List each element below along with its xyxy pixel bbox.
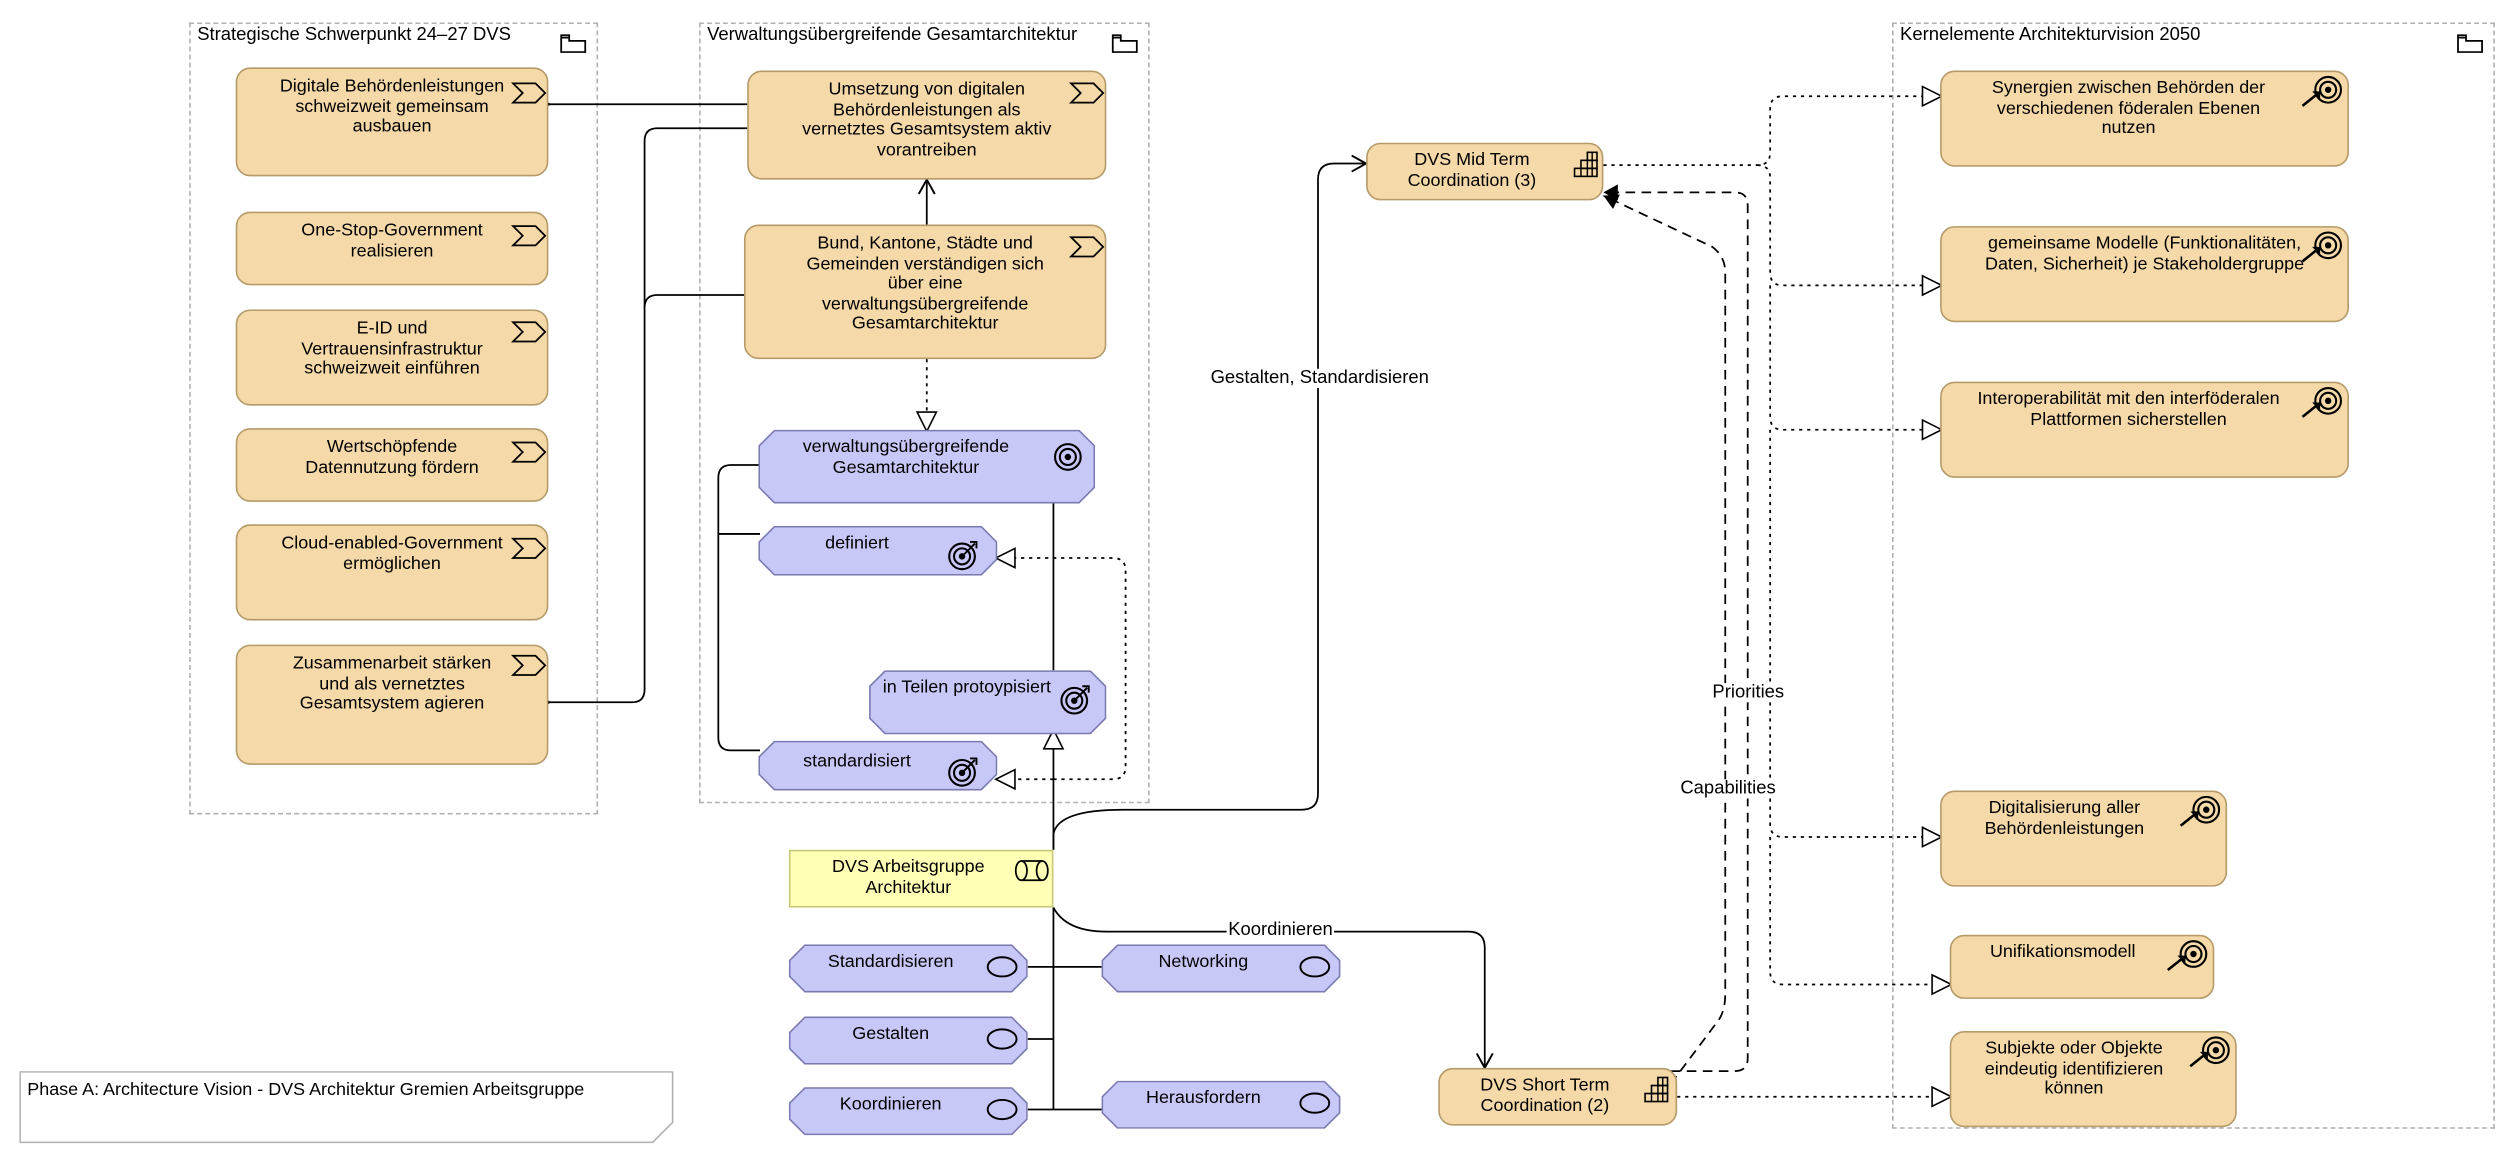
folder-icon (2457, 34, 2483, 53)
outcome-shape (758, 740, 998, 791)
outcome-protoypisiert[interactable]: in Teilen protoypisiert (869, 670, 1107, 735)
service-networking[interactable]: Networking (1101, 944, 1341, 993)
outcome-shape (869, 670, 1107, 735)
outcome-label: in Teilen protoypisiert (882, 678, 1051, 698)
goal-label: Digitalisierung aller Behördenleistungen (1984, 798, 2145, 838)
driver-label: E-ID und Vertrauensinfrastruktur schweiz… (301, 319, 483, 379)
service-label: Networking (1158, 952, 1249, 972)
driver-e-id[interactable]: E-ID und Vertrauensinfrastruktur schweiz… (235, 309, 549, 406)
edge-label-koordinieren: Koordinieren (1226, 920, 1335, 940)
driver-label: Bund, Kantone, Städte und Gemeinden vers… (806, 234, 1044, 334)
driver-one-stop-government[interactable]: One-Stop-Government realisieren (235, 211, 549, 286)
goal-subjekte-objekte[interactable]: Subjekte oder Objekte eindeutig identifi… (1949, 1030, 2237, 1128)
driver-label: Umsetzung von digitalen Behördenleistung… (802, 80, 1052, 160)
diagram-note[interactable]: Phase A: Architecture Vision - DVS Archi… (19, 1071, 674, 1144)
plateau-label: DVS Mid Term Coordination (3) (1407, 150, 1537, 191)
service-shape (1101, 1080, 1341, 1129)
group-vision[interactable]: Kernelemente Architekturvision 2050 (1892, 22, 2495, 1129)
outcome-standardisiert[interactable]: standardisiert (758, 740, 998, 791)
driver-digitale-behoerdenleistungen[interactable]: Digitale Behördenleistungen schweizweit … (235, 67, 549, 177)
driver-label: Digitale Behördenleistungen schweizweit … (279, 76, 505, 137)
folder-icon (1111, 34, 1138, 53)
note-label: Phase A: Architecture Vision - DVS Archi… (27, 1080, 585, 1100)
goal-label: Synergien zwischen Behörden der verschie… (1991, 78, 2266, 138)
folder-icon (560, 34, 587, 53)
service-herausfordern[interactable]: Herausfordern (1101, 1080, 1341, 1129)
goal-label: Interoperabilität mit den interföderalen… (1977, 389, 2280, 429)
goal-gemeinsame-modelle[interactable]: gemeinsame Modelle (Funktionalitäten, Da… (1940, 226, 2349, 323)
goal-label: Unifikationsmodell (1989, 942, 2136, 963)
driver-label: One-Stop-Government realisieren (301, 221, 483, 261)
goal-unifikationsmodell[interactable]: Unifikationsmodell (1949, 934, 2215, 999)
outcome-gesamtarchitektur[interactable]: verwaltungsübergreifende Gesamtarchitekt… (758, 429, 1096, 504)
role-dvs-arbeitsgruppe[interactable]: DVS Arbeitsgruppe Architektur (788, 849, 1054, 908)
composition-line[interactable] (717, 464, 761, 752)
edge-label-capabilities: Capabilities (1678, 779, 1778, 799)
note-shape (19, 1071, 674, 1144)
service-shape (1101, 944, 1341, 993)
driver-datennutzung[interactable]: Wertschöpfende Datennutzung fördern (235, 428, 549, 502)
edge-label-priorities: Priorities (1710, 683, 1786, 703)
goal-label: gemeinsame Modelle (Funktionalitäten, Da… (1984, 234, 2305, 274)
aggregation-line[interactable] (550, 127, 748, 702)
group-vision-label: Kernelemente Architekturvision 2050 (1900, 25, 2201, 45)
outcome-label: verwaltungsübergreifende Gesamtarchitekt… (802, 437, 1010, 478)
outcome-label: standardisiert (803, 751, 911, 772)
service-shape (788, 1016, 1028, 1065)
driver-label: Wertschöpfende Datennutzung fördern (305, 437, 479, 478)
service-gestalten[interactable]: Gestalten (788, 1016, 1028, 1065)
dashed-capabilities-line[interactable] (1603, 194, 1727, 1085)
service-label: Standardisieren (827, 952, 954, 972)
service-label: Gestalten (852, 1024, 930, 1044)
assignment-line[interactable] (1052, 154, 1369, 850)
driver-verstaendigung[interactable]: Bund, Kantone, Städte und Gemeinden vers… (743, 224, 1107, 360)
outcome-shape (758, 429, 1096, 504)
group-architecture[interactable]: Verwaltungsübergreifende Gesamtarchitekt… (699, 22, 1150, 804)
plateau-mid-term[interactable]: DVS Mid Term Coordination (3) (1366, 142, 1604, 201)
realization-line[interactable] (1603, 96, 1940, 167)
goal-interoperabilitaet[interactable]: Interoperabilität mit den interföderalen… (1940, 381, 2349, 478)
edge-label-gestalten: Gestalten, Standardisieren (1208, 368, 1431, 389)
goal-digitalisierung[interactable]: Digitalisierung aller Behördenleistungen (1940, 790, 2228, 887)
service-label: Herausfordern (1146, 1088, 1261, 1108)
goal-synergien[interactable]: Synergien zwischen Behörden der verschie… (1940, 70, 2349, 167)
realization-line[interactable] (1769, 836, 1950, 985)
role-label: DVS Arbeitsgruppe Architektur (832, 857, 985, 898)
group-strategic[interactable]: Strategische Schwerpunkt 24–27 DVS (189, 22, 599, 815)
group-strategic-label: Strategische Schwerpunkt 24–27 DVS (197, 25, 511, 45)
realization-line[interactable] (1769, 429, 1940, 837)
goal-label: Subjekte oder Objekte eindeutig identifi… (1984, 1039, 2164, 1099)
service-label: Koordinieren (839, 1095, 942, 1115)
aggregation-line[interactable] (643, 294, 744, 308)
dashed-priorities-line[interactable] (1603, 184, 1749, 1072)
driver-label: Cloud-enabled-Government ermöglichen (281, 533, 503, 574)
outcome-shape (758, 525, 998, 576)
plateau-label: DVS Short Term Coordination (2) (1480, 1075, 1610, 1116)
service-shape (788, 944, 1028, 993)
service-koordinieren[interactable]: Koordinieren (788, 1087, 1028, 1136)
outcome-label: definiert (825, 533, 889, 554)
driver-zusammenarbeit[interactable]: Zusammenarbeit stärken und als vernetzte… (235, 644, 549, 765)
driver-umsetzung-gesamtsystem[interactable]: Umsetzung von digitalen Behördenleistung… (747, 70, 1107, 180)
realization-line[interactable] (997, 558, 1127, 781)
service-shape (788, 1087, 1028, 1136)
group-architecture-label: Verwaltungsübergreifende Gesamtarchitekt… (707, 25, 1078, 45)
driver-label: Zusammenarbeit stärken und als vernetzte… (292, 654, 492, 714)
plateau-short-term[interactable]: DVS Short Term Coordination (2) (1438, 1067, 1678, 1126)
driver-cloud-enabled[interactable]: Cloud-enabled-Government ermöglichen (235, 524, 549, 621)
realization-line[interactable] (1757, 164, 1940, 285)
outcome-definiert[interactable]: definiert (758, 525, 998, 576)
service-standardisieren[interactable]: Standardisieren (788, 944, 1028, 993)
realization-line[interactable] (1769, 285, 1940, 429)
